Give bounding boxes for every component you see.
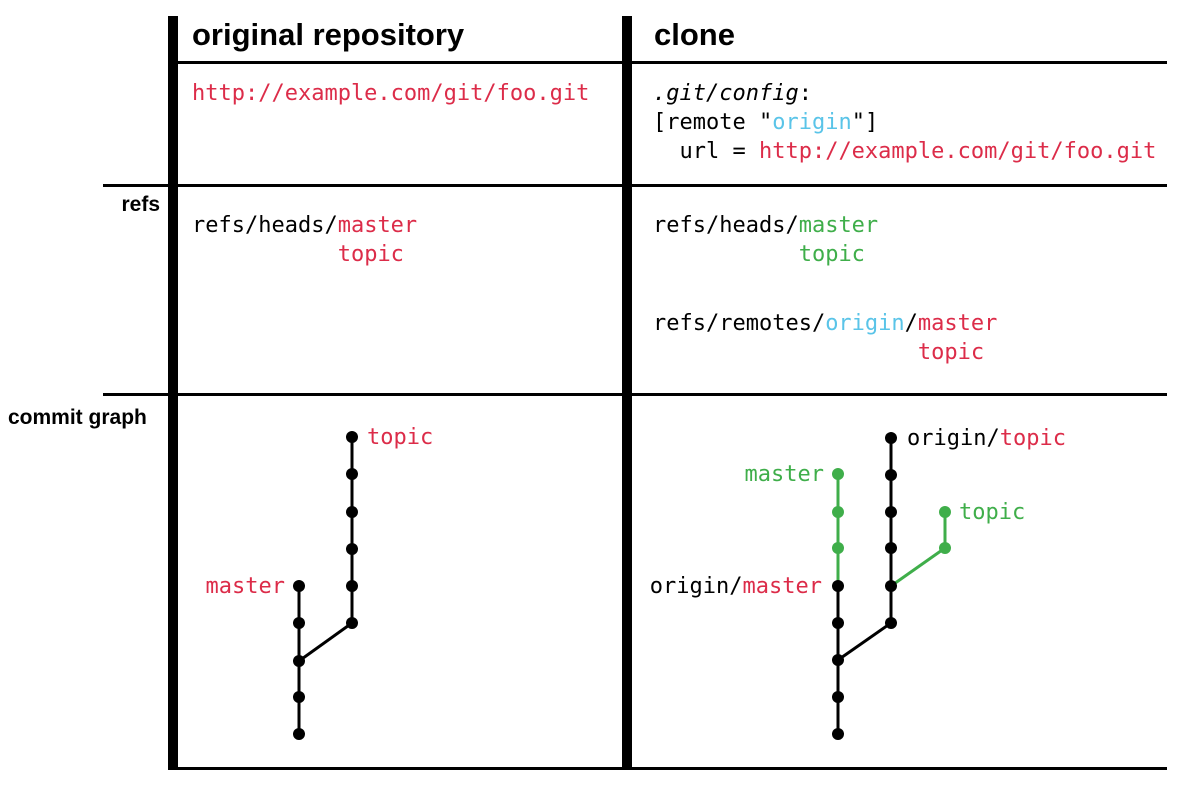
original-branch-label: topic — [367, 425, 433, 450]
clone-branch-label: origin/topic — [907, 426, 1066, 451]
clone-commit-node — [832, 580, 844, 592]
clone-git-config: .git/config:[remote "origin"] url = http… — [653, 79, 1156, 166]
clone-commit-node — [832, 542, 844, 554]
code-segment: master — [798, 213, 879, 238]
clone-refs-remotes: refs/remotes/origin/master topic — [653, 309, 997, 367]
clone-commit-node — [885, 542, 897, 554]
code-segment: refs/heads/ — [192, 213, 338, 238]
code-segment: "] — [851, 110, 879, 135]
original-repo-url: http://example.com/git/foo.git — [192, 79, 589, 108]
clone-commit-node — [832, 654, 844, 666]
code-segment: .git/config — [653, 81, 799, 106]
column-divider-left — [168, 16, 178, 768]
row-label-commit-graph: commit graph — [8, 406, 147, 429]
clone-branch-label: origin/master — [650, 574, 822, 599]
original-commit-node — [346, 617, 358, 629]
code-line: refs/heads/master — [653, 211, 878, 240]
code-line: .git/config: — [653, 79, 1156, 108]
column-header-original-repository: original repository — [192, 17, 465, 52]
code-segment: topic — [917, 340, 985, 365]
original-commit-node — [346, 431, 358, 443]
clone-commit-node — [832, 468, 844, 480]
row-label-refs: refs — [121, 193, 160, 216]
original-branch-label: master — [206, 574, 285, 599]
refs-row-divider — [103, 184, 1167, 187]
clone-commit-node — [832, 617, 844, 629]
original-commit-node — [346, 506, 358, 518]
code-segment: url = — [653, 139, 759, 164]
clone-commit-node — [885, 469, 897, 481]
clone-commit-node — [885, 506, 897, 518]
clone-commit-node — [939, 506, 951, 518]
clone-commit-node — [832, 506, 844, 518]
original-commit-node — [293, 655, 305, 667]
original-commit-node — [293, 617, 305, 629]
original-commit-edge — [298, 621, 353, 663]
clone-commit-node — [939, 542, 951, 554]
code-line: topic — [192, 240, 417, 269]
original-commit-node — [346, 580, 358, 592]
code-segment: http://example.com/git/foo.git — [192, 81, 590, 106]
column-header-clone: clone — [654, 17, 735, 52]
code-line: refs/remotes/origin/master — [653, 309, 997, 338]
code-segment: origin — [772, 110, 852, 135]
clone-branch-label: master — [745, 462, 824, 487]
clone-commit-node — [885, 432, 897, 444]
code-segment: [remote " — [653, 110, 773, 135]
code-line: [remote "origin"] — [653, 108, 1156, 137]
code-segment: topic — [337, 242, 404, 267]
code-line: topic — [653, 338, 997, 367]
header-underline — [178, 61, 1167, 64]
original-commit-node — [346, 543, 358, 555]
clone-commit-node — [885, 617, 897, 629]
original-commit-node — [346, 468, 358, 480]
code-segment: http://example.com/git/foo.git — [758, 139, 1157, 164]
original-commit-node — [293, 580, 305, 592]
clone-commit-node — [885, 580, 897, 592]
code-segment: master — [917, 311, 998, 336]
code-segment: refs/remotes/ — [653, 311, 826, 336]
code-line: url = http://example.com/git/foo.git — [653, 137, 1156, 166]
clone-branch-label: topic — [959, 500, 1025, 525]
code-line: http://example.com/git/foo.git — [192, 79, 589, 108]
table-bottom-border — [168, 767, 1167, 770]
clone-refs-heads: refs/heads/master topic — [653, 211, 878, 269]
code-segment: master — [337, 213, 418, 238]
code-segment: topic — [798, 242, 865, 267]
original-refs-heads: refs/heads/master topic — [192, 211, 417, 269]
code-segment: refs/heads/ — [653, 213, 799, 238]
clone-commit-node — [832, 728, 844, 740]
original-commit-node — [293, 691, 305, 703]
code-line: refs/heads/master — [192, 211, 417, 240]
column-divider-right — [622, 16, 632, 768]
clone-commit-edge — [837, 621, 892, 662]
commit-graph-row-divider — [103, 393, 1167, 396]
code-segment: origin — [825, 311, 905, 336]
clone-commit-node — [832, 691, 844, 703]
code-segment: / — [904, 311, 918, 336]
code-line: topic — [653, 240, 878, 269]
code-segment: : — [798, 81, 812, 106]
original-commit-node — [293, 728, 305, 740]
clone-commit-edge — [890, 546, 946, 588]
